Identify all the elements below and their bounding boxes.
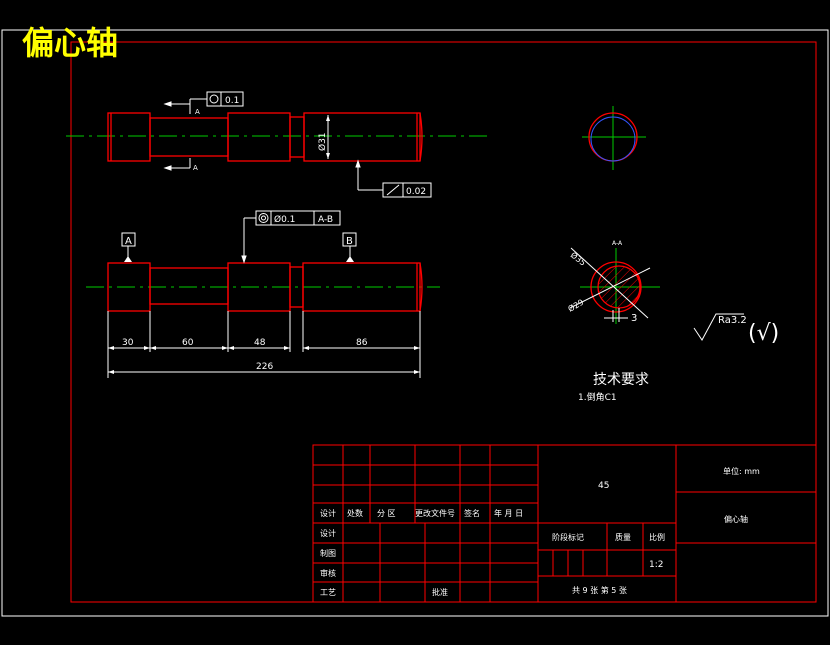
- dim-total: 226: [256, 362, 273, 372]
- role-review: 审核: [320, 568, 336, 578]
- dim-2: 60: [182, 338, 194, 348]
- header-date: 年 月 日: [494, 508, 523, 518]
- section-inner-diameter: Ø29: [566, 297, 585, 314]
- roughness-general-symbol: (√): [748, 321, 779, 346]
- section-arrow-upper: [163, 101, 191, 114]
- tech-requirement-1: 1.倒角C1: [578, 391, 617, 403]
- datum-b-label: B: [346, 236, 353, 247]
- roughness-value: Ra3.2: [718, 315, 747, 326]
- roughness-symbol: Ra3.2 (√): [693, 313, 779, 346]
- sheet-count: 共 9 张 第 5 张: [572, 585, 627, 595]
- header-design: 设计: [320, 508, 336, 518]
- top-shaft-outline: [107, 112, 423, 162]
- role-process: 工艺: [320, 588, 336, 597]
- dimension-lines: [107, 311, 421, 378]
- scale-value: 1:2: [649, 560, 663, 570]
- tech-requirements-heading: 技术要求: [593, 372, 649, 388]
- drawing-title: 偏心轴: [22, 24, 118, 62]
- title-block: [312, 444, 817, 603]
- position-tolerance-value: Ø0.1: [274, 214, 295, 225]
- top-view: A A 0.1 Ø31 0.02: [66, 91, 490, 198]
- section-outer-circle: [590, 261, 642, 313]
- roundness-tolerance-value: 0.1: [225, 96, 239, 106]
- section-hatched-area: [597, 265, 641, 309]
- section-label: A-A: [612, 240, 623, 247]
- position-tolerance-frame: [241, 210, 341, 264]
- stage-mark: 阶段标记: [552, 532, 584, 542]
- section-mark-lower: A: [193, 164, 198, 172]
- section-outer-dim-line: [570, 247, 649, 319]
- datum-a-triangle: [124, 256, 132, 262]
- roundness-tolerance-frame: [189, 91, 244, 113]
- datum-a-label: A: [125, 236, 132, 247]
- header-sign: 签名: [464, 508, 480, 518]
- approve: 批准: [432, 587, 448, 597]
- scale-label: 比例: [649, 532, 665, 542]
- section-outer-diameter: Ø35: [569, 250, 588, 268]
- bottom-view: A B Ø0.1 A-B: [86, 210, 440, 378]
- header-zone: 分 区: [377, 509, 396, 518]
- inner-frame: [70, 41, 817, 603]
- unit: 单位: mm: [723, 466, 760, 476]
- section-arrow-lower: [163, 158, 191, 171]
- datum-b-triangle: [346, 256, 354, 262]
- header-change-doc: 更改文件号: [415, 508, 455, 518]
- section-mark-upper: A: [195, 108, 200, 116]
- dimension-arrows: [108, 346, 420, 374]
- outer-frame: [1, 29, 829, 617]
- dim-4: 86: [356, 338, 368, 348]
- role-draw: 制图: [320, 548, 336, 558]
- end-view: [582, 106, 646, 170]
- runout-tolerance-frame: [355, 159, 432, 198]
- role-design: 设计: [320, 528, 336, 538]
- diameter-label: Ø31: [317, 132, 328, 151]
- section-view: A-A Ø35 Ø29 3: [566, 240, 660, 324]
- material: 45: [598, 481, 609, 491]
- header-count: 处数: [347, 508, 363, 518]
- end-view-eccentric-circle: [590, 116, 636, 162]
- dim-3: 48: [254, 338, 266, 348]
- runout-tolerance-value: 0.02: [406, 187, 426, 197]
- section-offset: 3: [631, 313, 637, 324]
- drawing-name: 偏心轴: [724, 514, 748, 524]
- section-inner-dim-line: [569, 267, 651, 309]
- bottom-shaft-outline: [107, 262, 423, 312]
- dim-1: 30: [122, 338, 134, 348]
- position-datum-ref: A-B: [318, 215, 333, 225]
- weight: 质量: [615, 532, 631, 542]
